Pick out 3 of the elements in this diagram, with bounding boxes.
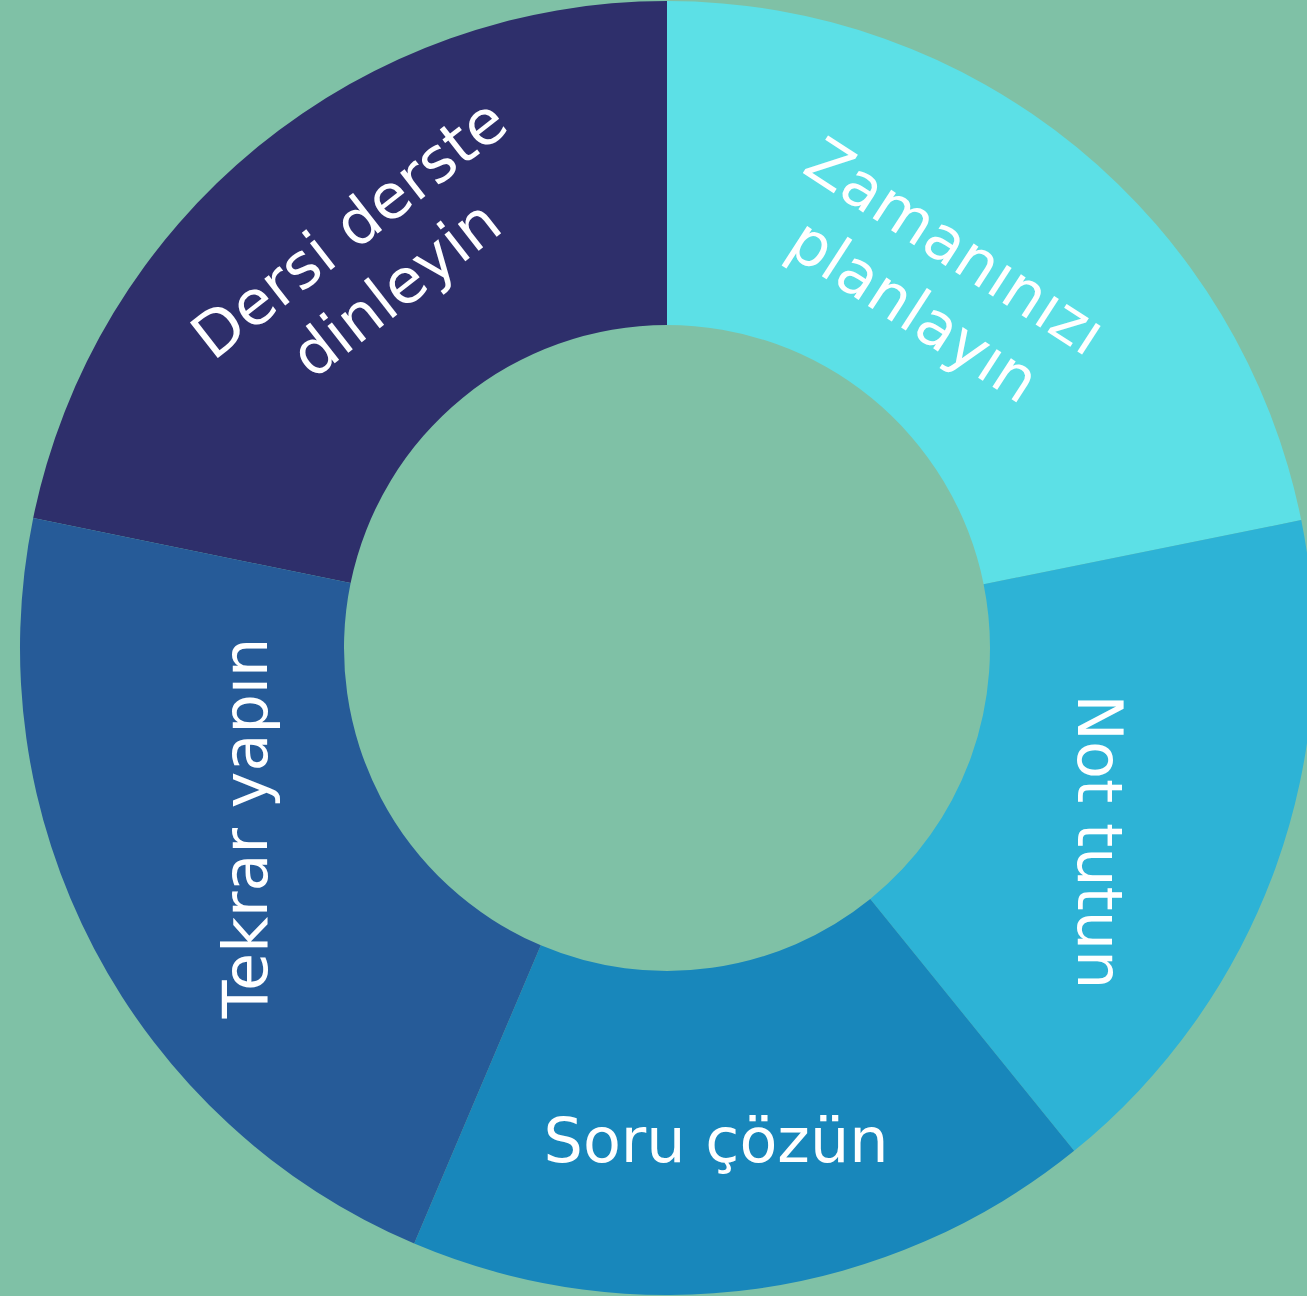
segment-label: Not tutun (1063, 694, 1136, 990)
segment-label: Soru çözün (543, 1104, 889, 1177)
segment-label: Tekrar yapın (209, 637, 282, 1019)
